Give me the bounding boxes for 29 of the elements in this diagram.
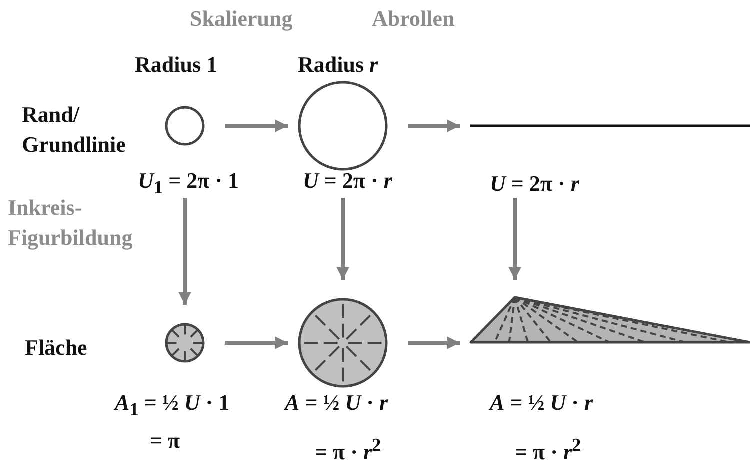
- arrow: [508, 198, 522, 280]
- row-heading: Fläche: [25, 335, 88, 361]
- formula: = π · r$^{2}$: [515, 434, 582, 466]
- row-heading: Inkreis- Figurbildung: [8, 194, 134, 252]
- formula: U = 2π · r: [490, 171, 580, 197]
- row-heading: Rand/ Grundlinie: [22, 101, 127, 159]
- circle-shape: [298, 81, 388, 171]
- arrow: [225, 120, 288, 132]
- formula: A = ½ U · r: [285, 390, 388, 416]
- formula: U$_{1}$ = 2π · 1: [138, 168, 239, 200]
- arrow: [178, 198, 192, 305]
- baseline-line: [470, 124, 750, 128]
- arrow: [225, 336, 288, 350]
- arrow: [408, 336, 460, 350]
- disk-shape: [298, 298, 388, 388]
- formula: = π: [150, 428, 180, 454]
- arrow: [336, 198, 350, 280]
- column-heading: Radius 1: [135, 52, 218, 78]
- formula: A = ½ U · r: [490, 390, 594, 416]
- formula: = π · r$^{2}$: [315, 434, 382, 466]
- arrow: [408, 120, 460, 132]
- formula: A$_{1}$ = ½ U · 1: [115, 390, 230, 422]
- column-heading: Abrollen: [372, 6, 455, 32]
- column-heading: Radius r: [298, 52, 378, 78]
- circle-shape: [165, 106, 205, 146]
- column-heading: Skalierung: [190, 6, 293, 32]
- disk-shape: [165, 323, 205, 363]
- formula: U = 2π · r: [303, 168, 392, 194]
- triangle-shape: [470, 296, 750, 344]
